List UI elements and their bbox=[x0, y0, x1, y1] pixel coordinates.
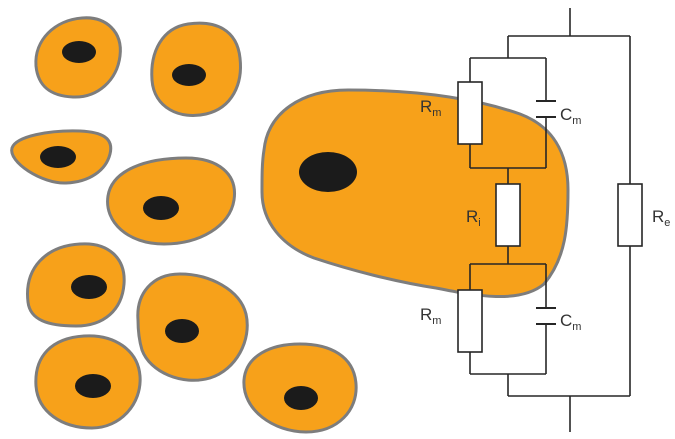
cell-8-nucleus bbox=[284, 386, 318, 410]
rm-top-resistor bbox=[457, 81, 483, 145]
rm-top-label: Rm bbox=[420, 97, 441, 119]
ri-resistor bbox=[495, 183, 521, 247]
rm-bottom-label: Rm bbox=[420, 305, 441, 327]
cell-6-nucleus bbox=[165, 319, 199, 343]
cell-5-nucleus bbox=[71, 275, 107, 299]
cell-2-nucleus bbox=[172, 64, 206, 86]
cell-cluster bbox=[10, 16, 358, 434]
ri-label: Ri bbox=[466, 207, 481, 229]
cm-top-capacitor bbox=[536, 100, 556, 118]
cell-1-nucleus bbox=[62, 41, 96, 63]
cell-7-nucleus bbox=[75, 374, 111, 398]
large-cell bbox=[260, 88, 570, 299]
cm-bottom-capacitor bbox=[536, 307, 556, 325]
re-resistor bbox=[617, 183, 643, 247]
re-label: Re bbox=[652, 207, 670, 229]
rm-bottom-resistor bbox=[457, 289, 483, 353]
cell-4-nucleus bbox=[143, 196, 179, 220]
cm-bottom-label: Cm bbox=[560, 311, 581, 333]
large-cell-nucleus bbox=[299, 152, 357, 192]
cm-top-label: Cm bbox=[560, 105, 581, 127]
cell-3-nucleus bbox=[40, 146, 76, 168]
equivalent-circuit: Rm Cm Ri Rm Cm Re bbox=[420, 8, 670, 432]
